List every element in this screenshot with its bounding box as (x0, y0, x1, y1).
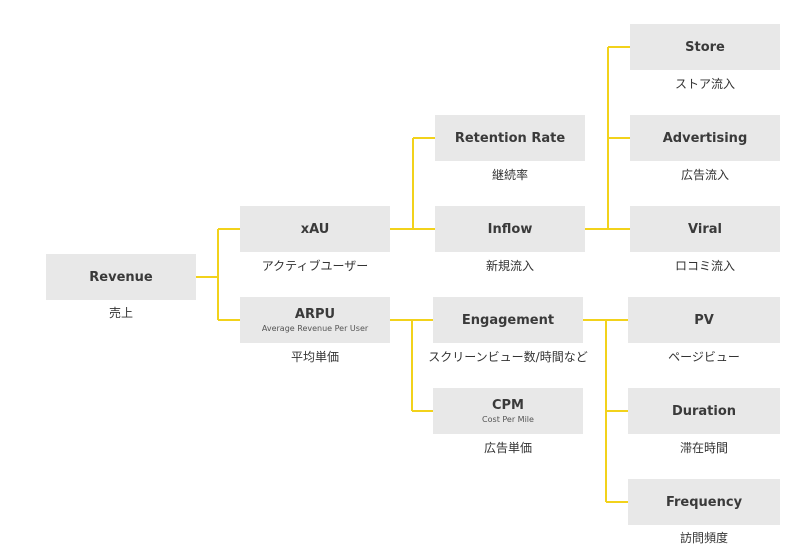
node-title: Engagement (461, 312, 555, 328)
node-title: Inflow (487, 221, 533, 237)
caption-xau: アクティブユーザー (261, 259, 369, 273)
node-title: CPM (491, 397, 524, 413)
caption-inflow: 新規流入 (485, 259, 534, 273)
node-title: Revenue (89, 269, 153, 285)
node-title: Viral (688, 221, 722, 237)
node-title: xAU (300, 221, 330, 237)
node-retention-rate: Retention Rate (435, 115, 585, 161)
node-inflow: Inflow (435, 206, 585, 252)
node-advertising: Advertising (630, 115, 780, 161)
caption-duration: 滞在時間 (679, 441, 728, 455)
node-title: Retention Rate (454, 130, 566, 146)
caption-frequency: 訪問頻度 (679, 531, 728, 545)
node-title: Store (685, 39, 725, 55)
node-revenue: Revenue (46, 254, 196, 300)
caption-advertising: 広告流入 (680, 168, 729, 182)
node-title: Frequency (665, 494, 743, 510)
caption-retention-rate: 継続率 (491, 168, 528, 182)
node-pv: PV (628, 297, 780, 343)
caption-viral: ロコミ流入 (674, 259, 735, 273)
node-title: PV (694, 312, 714, 328)
node-title: ARPU (294, 306, 336, 322)
node-viral: Viral (630, 206, 780, 252)
caption-revenue: 売上 (108, 306, 133, 320)
node-subtitle: Average Revenue Per User (261, 323, 369, 333)
node-title: Duration (671, 403, 737, 419)
caption-engagement: スクリーンビュー数/時間など (428, 350, 588, 364)
node-frequency: Frequency (628, 479, 780, 525)
node-arpu: ARPU Average Revenue Per User (240, 297, 390, 343)
node-title: Advertising (662, 130, 748, 146)
caption-cpm: 広告単価 (483, 441, 532, 455)
node-duration: Duration (628, 388, 780, 434)
node-xau: xAU (240, 206, 390, 252)
caption-store: ストア流入 (674, 77, 735, 91)
node-cpm: CPM Cost Per Mile (433, 388, 583, 434)
caption-pv: ページビュー (668, 350, 740, 364)
caption-arpu: 平均単価 (290, 350, 339, 364)
node-store: Store (630, 24, 780, 70)
node-subtitle: Cost Per Mile (482, 414, 534, 424)
node-engagement: Engagement (433, 297, 583, 343)
